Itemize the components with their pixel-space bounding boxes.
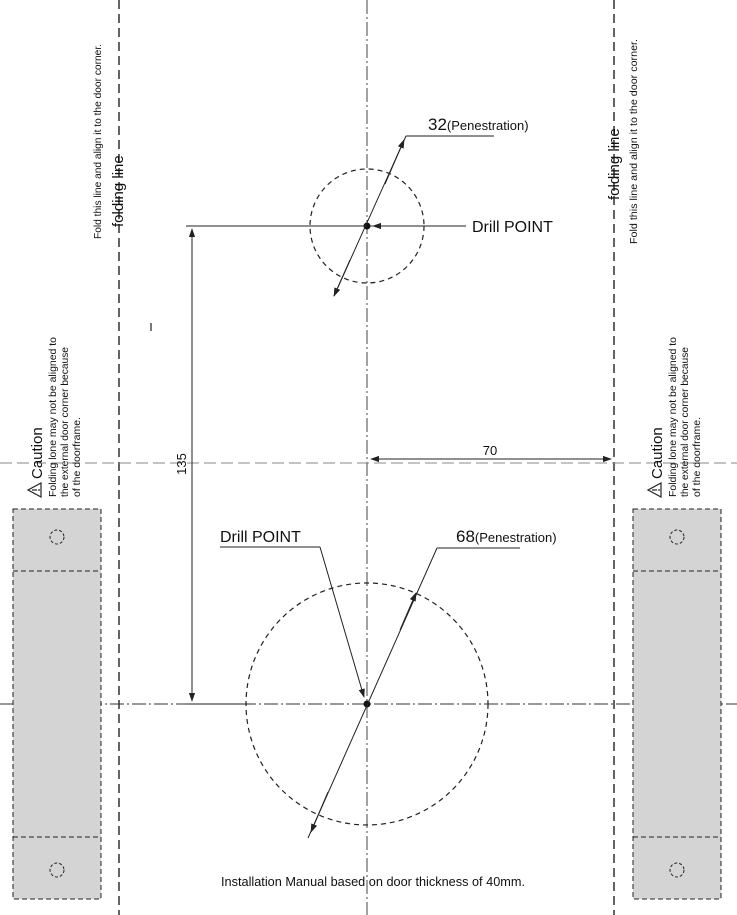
caution-title-left: Caution: [29, 427, 46, 479]
top-diameter-arrow-low: [333, 259, 351, 297]
top-diameter-value: 32: [428, 115, 447, 134]
caution-line-1-right: Folding lone may not be aligned to: [668, 337, 679, 497]
strike-plate-right: [632, 508, 722, 900]
folding-note-right: Fold this line and align it to the door …: [629, 39, 640, 244]
caution-right: Caution Folding lone may not be aligned …: [646, 337, 703, 499]
bottom-diameter-unit: (Penestration): [475, 530, 557, 545]
folding-line-label-right: folding line: [606, 128, 623, 200]
bottom-diameter-label: 68(Penestration): [456, 527, 557, 546]
caution-title-right: Caution: [649, 427, 666, 479]
caution-line-1-left: Folding lone may not be aligned to: [48, 337, 59, 497]
dim-135-label: 135: [174, 453, 189, 475]
bottom-drill-point-label: Drill POINT: [220, 529, 301, 546]
screw-hole-icon: [669, 862, 685, 878]
caution-left: Caution Folding lone may not be aligned …: [26, 337, 83, 499]
warning-triangle-icon: [26, 481, 42, 499]
screw-hole-icon: [669, 529, 685, 545]
top-diameter-arrow-high: [384, 139, 405, 185]
caution-line-2-left: the external door corner because: [60, 347, 71, 497]
screw-hole-icon: [49, 862, 65, 878]
dim-70-label: 70: [483, 443, 497, 458]
top-drill-point-label: Drill POINT: [472, 219, 553, 236]
caution-line-3-right: of the doorframe.: [692, 417, 703, 497]
top-diameter-unit: (Penestration): [447, 118, 529, 133]
bottom-drill-leader: [319, 546, 365, 698]
caution-line-2-right: the external door corner because: [680, 347, 691, 497]
warning-triangle-icon: [646, 481, 662, 499]
strike-plate-left: [12, 508, 102, 900]
folding-line-label-left: folding line: [110, 155, 127, 227]
folding-text-left: folding line Fold this line and align it…: [93, 44, 127, 239]
screw-hole-icon: [49, 529, 65, 545]
bottom-diameter-arrow-low: [310, 791, 329, 833]
footer-note: Installation Manual based on door thickn…: [221, 875, 525, 889]
top-diameter-label: 32(Penestration): [428, 115, 529, 134]
folding-note-left: Fold this line and align it to the door …: [93, 44, 104, 239]
bottom-diameter-arrow-high: [399, 592, 417, 631]
caution-line-3-left: of the doorframe.: [72, 417, 83, 497]
folding-text-right: folding line Fold this line and align it…: [606, 39, 640, 244]
bottom-diameter-value: 68: [456, 527, 475, 546]
